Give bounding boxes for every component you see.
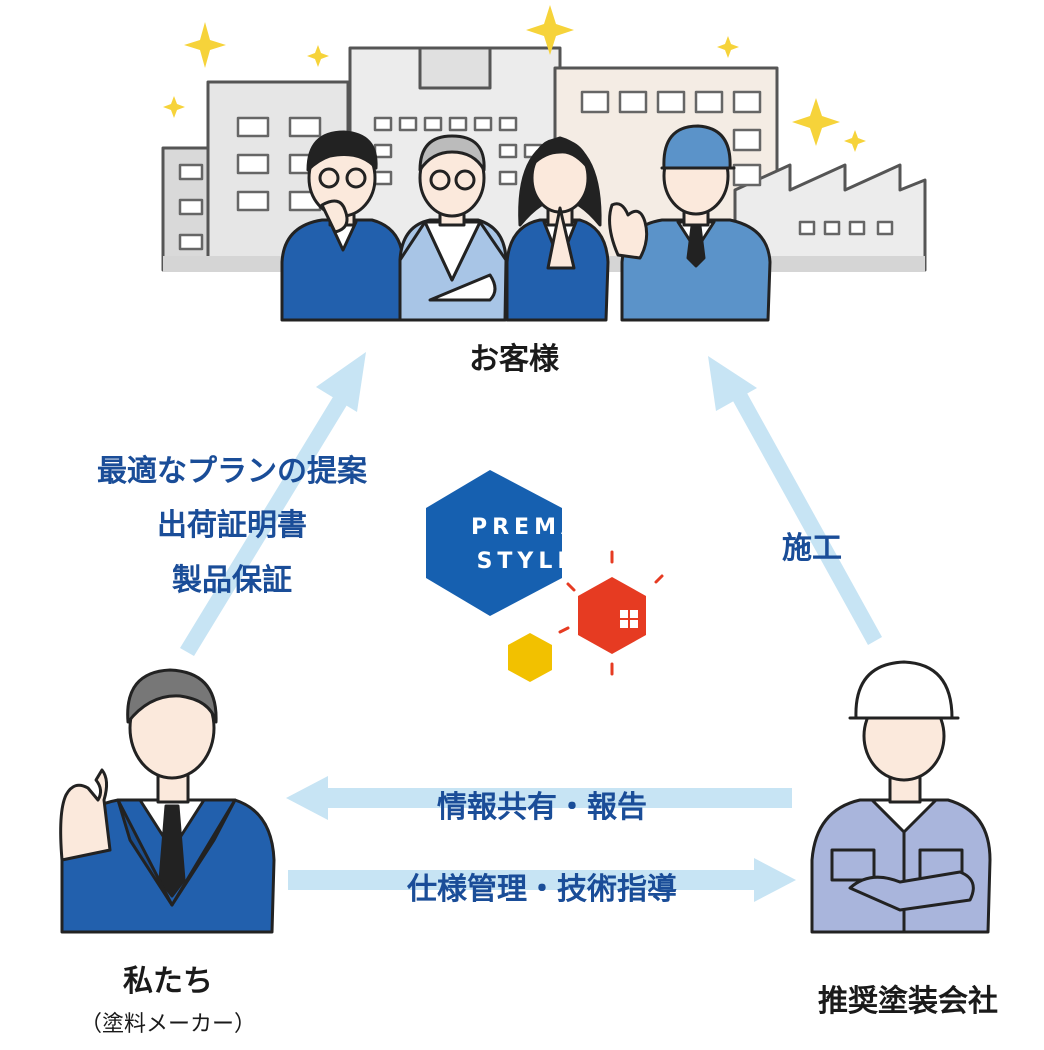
flow-label-shipping-certificate: 出荷証明書 <box>157 508 307 543</box>
logo-blue-hexagon <box>426 470 562 616</box>
logo-line1: PREMA <box>471 515 583 540</box>
window-grid-icon <box>620 610 638 628</box>
customer-woman <box>505 136 610 322</box>
flow-label-info-sharing: 情報共有・報告 <box>437 790 647 825</box>
us-sublabel: （塗料メーカー） <box>79 1012 257 1037</box>
arrow-contractor-to-us <box>286 776 792 820</box>
logo-accent-dashes <box>558 550 664 676</box>
flow-label-spec-management: 仕様管理・技術指導 <box>407 872 677 907</box>
flow-label-construction: 施工 <box>782 531 842 566</box>
sparkle-icon <box>163 5 866 152</box>
logo-red-hexagon <box>578 577 646 654</box>
prema-style-logo: PREMA STYLE <box>426 470 664 682</box>
contractor-illustration <box>810 660 992 934</box>
customers-label: お客様 <box>469 342 559 377</box>
arrow-us-to-contractor <box>288 858 796 902</box>
flow-label-plan-proposal: 最適なプランの提案 <box>97 454 367 489</box>
customers-group-illustration <box>280 124 772 322</box>
arrow-us-to-customers <box>180 352 366 656</box>
arrow-contractor-to-customers <box>708 356 882 645</box>
flow-arrows <box>180 352 882 902</box>
logo-yellow-hexagon <box>508 633 552 682</box>
customer-worker <box>608 124 772 322</box>
us-illustration <box>59 668 276 934</box>
us-label: 私たち <box>123 964 213 999</box>
logo-line2: STYLE <box>477 549 578 574</box>
customer-elderly-man <box>398 134 508 322</box>
customer-businessman <box>280 130 405 322</box>
flow-label-product-warranty: 製品保証 <box>172 563 292 598</box>
contractor-label: 推奨塗装会社 <box>818 984 998 1019</box>
